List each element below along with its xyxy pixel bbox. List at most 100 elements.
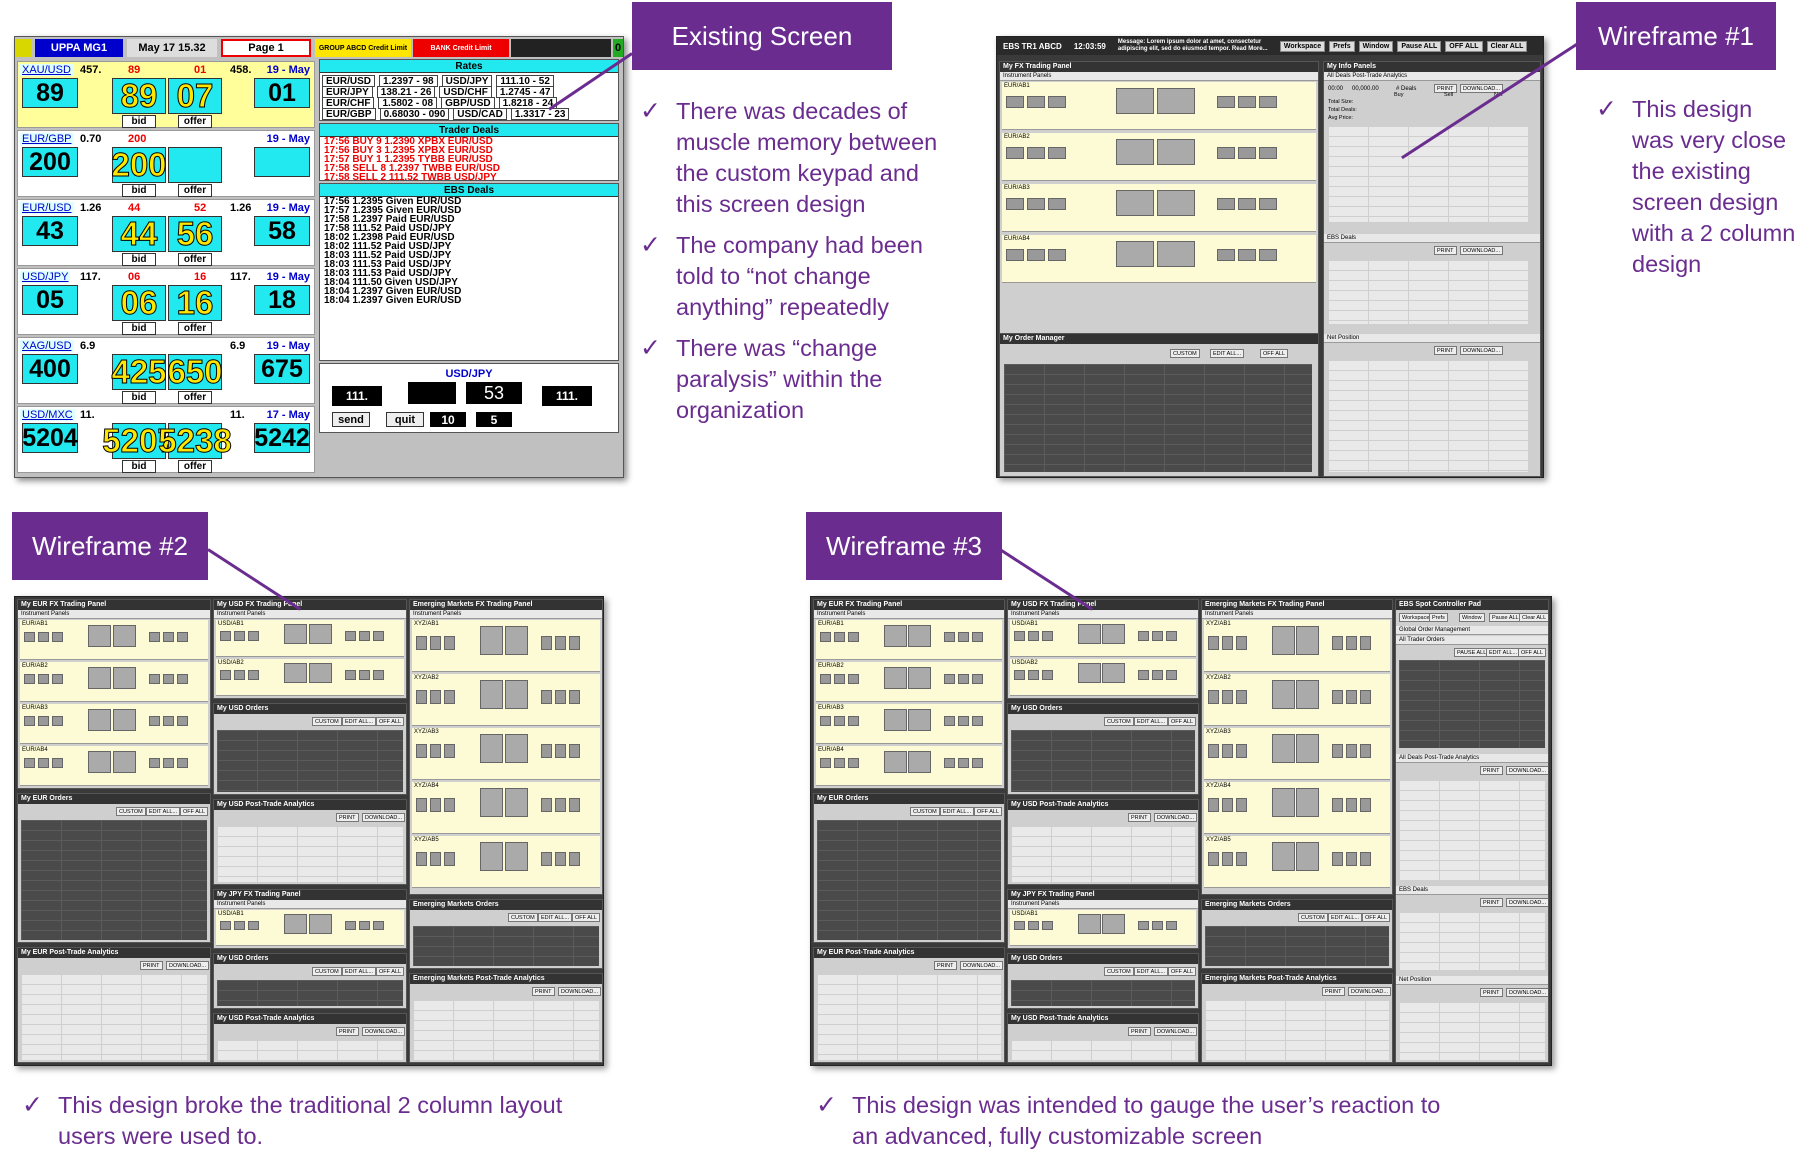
quick-button[interactable] [1236, 690, 1247, 704]
custom-button[interactable]: CUSTOM [1298, 913, 1328, 922]
instrument-panel[interactable]: EUR/AB3 [20, 704, 208, 744]
quick-button[interactable] [1332, 852, 1343, 866]
quick-button[interactable] [248, 631, 259, 641]
quick-button[interactable] [24, 716, 35, 726]
offer-button[interactable]: offer [178, 115, 212, 128]
instrument-panel[interactable]: USD/AB2 [1010, 659, 1196, 696]
analytics-grid[interactable] [217, 1040, 403, 1060]
quick-button[interactable] [234, 921, 245, 930]
analytics-grid[interactable] [1011, 1040, 1195, 1060]
spot-button[interactable]: Window [1459, 613, 1485, 622]
quick-button[interactable] [248, 921, 259, 930]
bid-tile[interactable] [480, 842, 503, 871]
quick-button[interactable] [149, 674, 160, 684]
instrument-panel[interactable]: XYZ/AB5 [1204, 836, 1390, 888]
quick-button[interactable] [848, 758, 859, 768]
instrument-panel[interactable]: EUR/AB1 [816, 620, 1002, 660]
quick-button[interactable] [1152, 921, 1163, 930]
net-position-grid[interactable] [1399, 1002, 1545, 1060]
clear-all-button[interactable]: Clear ALL [1486, 40, 1528, 52]
custom-button[interactable]: CUSTOM [116, 807, 146, 816]
order-grid[interactable] [21, 820, 207, 940]
window-button[interactable]: Window [1358, 40, 1394, 52]
analytics-grid[interactable] [1205, 1000, 1389, 1060]
bid-tile[interactable] [284, 624, 307, 644]
quick-button[interactable] [569, 798, 580, 812]
quick-button[interactable] [52, 758, 63, 768]
quick-button[interactable] [359, 631, 370, 641]
download-button[interactable]: DOWNLOAD... [1506, 766, 1548, 775]
spot-button[interactable]: Pause ALL [1489, 613, 1522, 622]
quick-button[interactable] [359, 921, 370, 930]
quick-button[interactable] [1006, 198, 1024, 210]
quick-button[interactable] [555, 798, 566, 812]
off-all-button[interactable]: OFF ALL [376, 967, 405, 976]
offer-tile[interactable] [1296, 626, 1319, 655]
offer-button[interactable]: offer [178, 322, 212, 335]
print-button[interactable]: PRINT [532, 987, 555, 996]
instrument-panel[interactable]: XYZ/AB3 [412, 728, 600, 780]
quick-button[interactable] [972, 758, 983, 768]
download-button[interactable]: DOWNLOAD... [166, 961, 209, 970]
quick-button[interactable] [373, 631, 384, 641]
quick-button[interactable] [234, 670, 245, 680]
quick-button[interactable] [1048, 96, 1066, 108]
quick-button[interactable] [1346, 636, 1357, 650]
quick-button[interactable] [1027, 198, 1045, 210]
download-button[interactable]: DOWNLOAD... [1460, 346, 1503, 355]
instrument-panel[interactable]: USD/AB1 [1010, 910, 1196, 946]
quick-button[interactable] [163, 674, 174, 684]
quick-button[interactable] [444, 744, 455, 758]
download-button[interactable]: DOWNLOAD... [1154, 1027, 1197, 1036]
quick-button[interactable] [1217, 249, 1235, 261]
tile-pair[interactable]: USD/MXC [20, 409, 75, 421]
tile-left-price[interactable]: 5204 [22, 423, 78, 453]
quick-button[interactable] [541, 852, 552, 866]
workspace-button[interactable]: Workspace [1279, 40, 1326, 52]
custom-button[interactable]: CUSTOM [508, 913, 538, 922]
quick-button[interactable] [1236, 852, 1247, 866]
quick-button[interactable] [541, 690, 552, 704]
quick-button[interactable] [430, 690, 441, 704]
offer-button[interactable]: offer [178, 253, 212, 266]
instrument-panel[interactable]: EUR/AB1 [20, 620, 208, 660]
download-button[interactable]: DOWNLOAD... [558, 987, 601, 996]
download-button[interactable]: DOWNLOAD... [362, 1027, 405, 1036]
bid-tile[interactable] [884, 667, 907, 689]
download-button[interactable]: DOWNLOAD... [362, 813, 405, 822]
quick-button[interactable] [1042, 631, 1053, 641]
pad-qty-2[interactable]: 5 [476, 412, 512, 427]
quick-button[interactable] [163, 632, 174, 642]
instrument-panel[interactable]: EUR/AB1 [1002, 82, 1316, 130]
offer-tile[interactable] [505, 842, 528, 871]
bid-tile[interactable] [1078, 624, 1101, 644]
edit-all-button[interactable]: EDIT ALL... [1134, 967, 1169, 976]
offer-tile[interactable] [1296, 842, 1319, 871]
edit-all-button[interactable]: EDIT ALL... [1134, 717, 1169, 726]
quick-button[interactable] [149, 632, 160, 642]
bid-tile[interactable] [480, 680, 503, 709]
tile-offer-price[interactable]: 5238 [158, 422, 232, 460]
download-button[interactable]: DOWNLOAD... [1348, 987, 1391, 996]
quick-button[interactable] [1346, 690, 1357, 704]
quick-button[interactable] [1238, 198, 1256, 210]
quick-button[interactable] [1048, 198, 1066, 210]
custom-button[interactable]: CUSTOM [312, 717, 342, 726]
download-button[interactable]: DOWNLOAD... [960, 961, 1003, 970]
quick-button[interactable] [416, 636, 427, 650]
quick-button[interactable] [848, 632, 859, 642]
instrument-panel[interactable]: USD/AB2 [216, 659, 404, 696]
instrument-panel[interactable]: XYZ/AB4 [1204, 782, 1390, 834]
quick-button[interactable] [38, 758, 49, 768]
quick-button[interactable] [1360, 690, 1371, 704]
quick-button[interactable] [1208, 744, 1219, 758]
prefs-button[interactable]: Prefs [1329, 40, 1355, 52]
instrument-panel[interactable]: XYZ/AB2 [1204, 674, 1390, 726]
instrument-panel[interactable]: USD/AB1 [216, 910, 404, 946]
order-grid[interactable] [817, 820, 1001, 940]
print-button[interactable]: PRINT [1128, 813, 1151, 822]
